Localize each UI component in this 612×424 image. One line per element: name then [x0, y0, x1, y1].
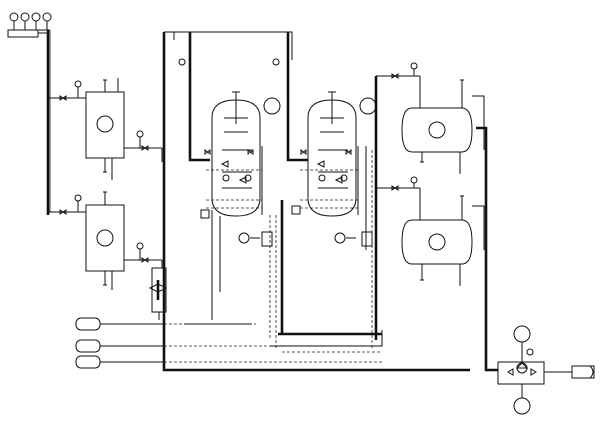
tank-3-upper [376, 62, 488, 240]
pump-assembly [497, 325, 595, 415]
supply-cylinders [7, 12, 52, 38]
main-frame [162, 31, 470, 372]
tank-3-lower [376, 176, 485, 286]
tank-1-lower [48, 191, 162, 290]
valve-assembly-left [148, 260, 168, 320]
reactor-2-right [291, 91, 377, 250]
reactor-2-left [200, 91, 281, 338]
tank-1-upper [48, 78, 162, 180]
feed-cylinders-lower-left [75, 317, 382, 369]
